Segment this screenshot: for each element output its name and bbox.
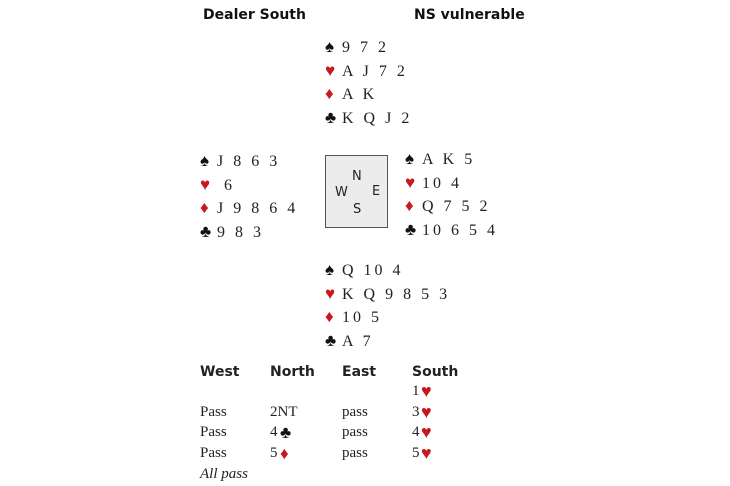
heart-icon: ♥: [421, 381, 432, 401]
heart-icon: ♥: [325, 283, 336, 303]
south-club-row: ♣ A 7: [325, 331, 374, 352]
cards: Q 10 4: [342, 262, 404, 279]
south-heart-row: ♥ K Q 9 8 5 3: [325, 284, 450, 305]
cards: A 7: [342, 332, 374, 350]
heart-icon: ♥: [421, 422, 432, 443]
north-spade-row: ♠ 9 7 2: [325, 37, 389, 58]
club-icon: ♣: [325, 107, 337, 127]
compass-east: E: [372, 184, 381, 199]
club-icon: ♣: [405, 219, 417, 239]
vulnerability-label: NS vulnerable: [414, 7, 525, 23]
diamond-icon: ♦: [200, 198, 209, 217]
diamond-icon: ♦: [280, 444, 289, 464]
south-bid: 5: [412, 445, 420, 462]
south-bid: 1: [412, 383, 420, 399]
heart-icon: ♥: [421, 443, 432, 464]
north-bid: 5: [270, 445, 278, 462]
auction-header-south: South: [412, 364, 459, 380]
north-bid: 2NT: [270, 403, 298, 420]
cards: A K: [342, 86, 378, 103]
heart-icon: ♥: [405, 172, 416, 192]
east-club-row: ♣ 10 6 5 4: [405, 220, 498, 241]
cards: J 8 6 3: [217, 153, 281, 170]
west-bid: Pass: [200, 403, 227, 420]
north-club-row: ♣ K Q J 2: [325, 108, 412, 129]
cards: 9 7 2: [342, 39, 389, 56]
north-bid: 4: [270, 424, 278, 441]
cards: K Q J 2: [342, 109, 413, 127]
compass-north: N: [352, 169, 362, 184]
west-club-row: ♣ 9 8 3: [200, 222, 264, 243]
cards: 10 6 5 4: [422, 221, 498, 239]
cards: J 9 8 6 4: [217, 200, 299, 217]
compass-south: S: [353, 202, 362, 217]
compass-box: N W E S: [325, 155, 388, 228]
west-spade-row: ♠ J 8 6 3: [200, 151, 280, 172]
diamond-icon: ♦: [325, 84, 334, 103]
south-bid: 3: [412, 403, 420, 420]
east-heart-row: ♥ 10 4: [405, 173, 462, 194]
north-heart-row: ♥ A J 7 2: [325, 61, 408, 82]
west-heart-row: ♥ 6: [200, 175, 235, 196]
heart-icon: ♥: [421, 401, 432, 422]
cards: K Q 9 8 5 3: [342, 285, 451, 303]
auction-final: All pass: [200, 466, 248, 482]
diamond-icon: ♦: [325, 307, 334, 326]
spade-icon: ♠: [405, 149, 415, 168]
cards: 6: [217, 176, 235, 194]
south-bid: 4: [412, 424, 420, 441]
south-diamond-row: ♦ 10 5: [325, 307, 382, 328]
east-diamond-row: ♦ Q 7 5 2: [405, 196, 491, 217]
spade-icon: ♠: [200, 151, 210, 170]
club-icon: ♣: [200, 221, 212, 241]
west-bid: Pass: [200, 424, 227, 441]
east-bid: pass: [342, 424, 368, 441]
north-diamond-row: ♦ A K: [325, 84, 377, 105]
cards: 9 8 3: [217, 223, 264, 241]
east-spade-row: ♠ A K 5: [405, 149, 475, 170]
club-icon: ♣: [325, 330, 337, 350]
dealer-label: Dealer South: [203, 7, 306, 23]
auction-header-west: West: [200, 364, 240, 380]
auction-header-east: East: [342, 364, 377, 380]
cards: 10 5: [342, 309, 382, 326]
west-bid: Pass: [200, 445, 227, 462]
spade-icon: ♠: [325, 260, 335, 279]
cards: 10 4: [422, 174, 462, 192]
heart-icon: ♥: [325, 60, 336, 80]
cards: A K 5: [422, 151, 476, 168]
cards: Q 7 5 2: [422, 198, 491, 215]
west-diamond-row: ♦ J 9 8 6 4: [200, 198, 298, 219]
heart-icon: ♥: [200, 174, 211, 194]
south-spade-row: ♠ Q 10 4: [325, 260, 404, 281]
auction-header-north: North: [270, 364, 315, 380]
spade-icon: ♠: [325, 37, 335, 56]
diamond-icon: ♦: [405, 196, 414, 215]
east-bid: pass: [342, 403, 368, 420]
cards: A J 7 2: [342, 62, 408, 80]
compass-west: W: [335, 185, 348, 200]
club-icon: ♣: [280, 423, 292, 443]
east-bid: pass: [342, 445, 368, 462]
